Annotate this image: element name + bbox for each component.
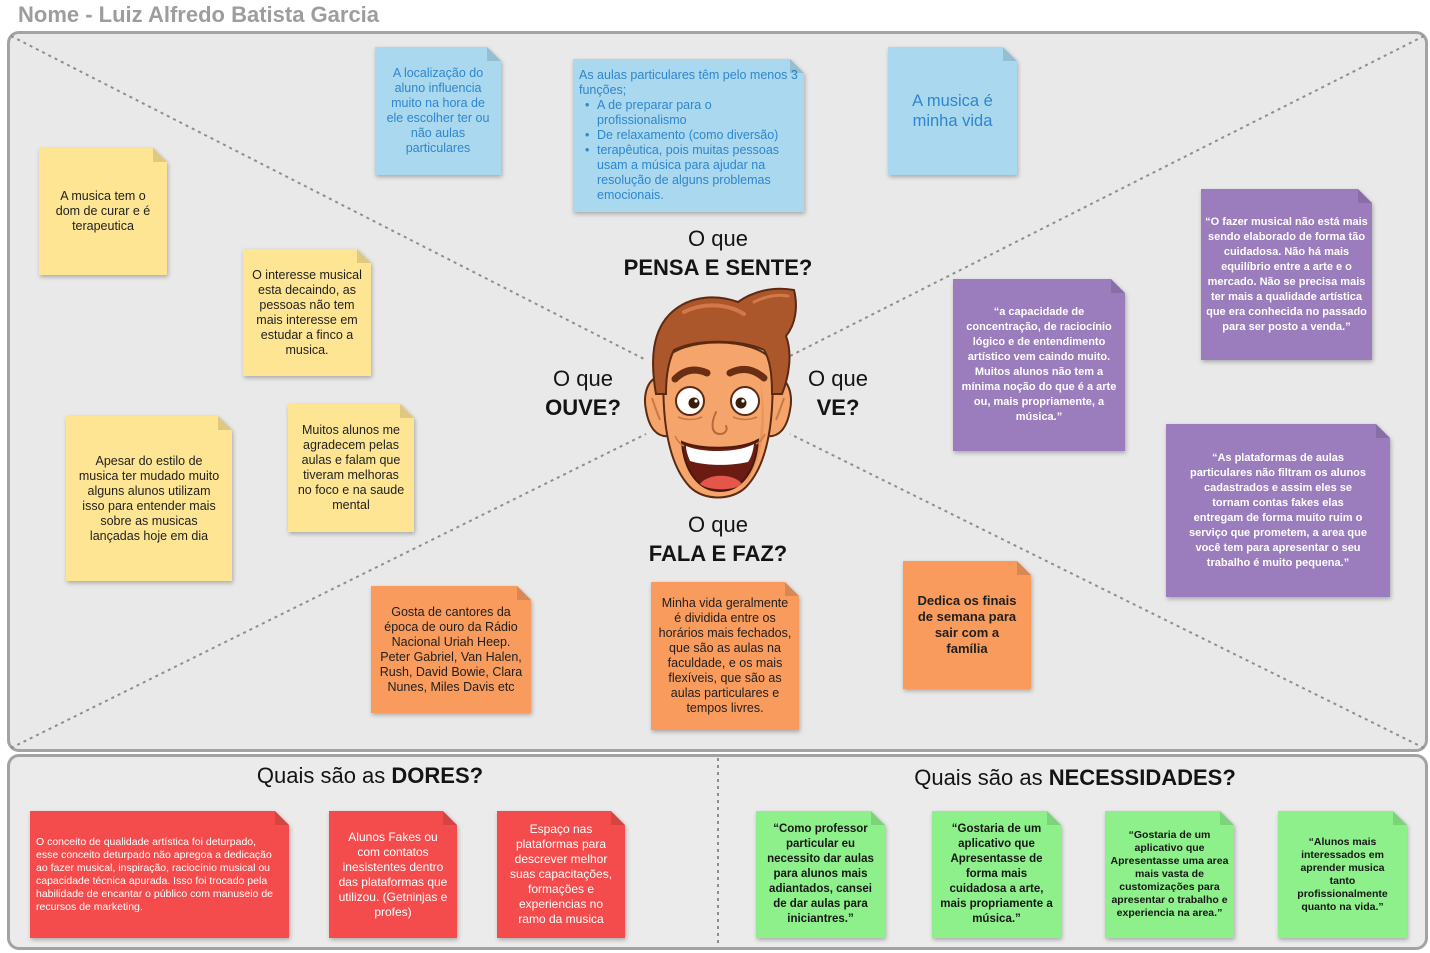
label-title: PENSA E SENTE? (623, 255, 813, 280)
sticky-note-thinks: As aulas particulares têm pelo menos 3 f… (573, 59, 804, 212)
sticky-note-says: Gosta de cantores da época de ouro da Rá… (371, 586, 531, 713)
left-eyebrow (671, 366, 711, 383)
label-prefix: O que (688, 226, 748, 251)
sticky-note-hears: Apesar do estilo de musica ter mudado mu… (66, 416, 232, 581)
sticky-note-thinks: A musica é minha vida (888, 47, 1017, 175)
sticky-note-text: “a capacidade de concentração, de racioc… (961, 306, 1117, 423)
sticky-note-says: Minha vida geralmente é dividida entre o… (651, 582, 799, 730)
label-prefix: O que (553, 366, 613, 391)
sticky-note-text: Alunos Fakes ou com contatos inesistente… (338, 829, 448, 919)
nose (711, 411, 728, 436)
sticky-note-thinks: A localização do aluno influencia muito … (375, 47, 501, 175)
sticky-note-pain: O conceito de qualidade artística foi de… (30, 811, 289, 938)
sticky-note-need: “Como professor particular eu necessito … (756, 811, 885, 938)
sticky-note-text: “Gostaria de um aplicativo que Apresenta… (1110, 829, 1229, 919)
label-hears: O que OUVE? (528, 364, 638, 422)
label-title: VE? (816, 395, 860, 420)
sticky-note-text: “Como professor particular eu necessito … (767, 823, 874, 925)
heading-prefix: Quais são as (914, 765, 1049, 790)
heading-label: NECESSIDADES? (1048, 765, 1236, 790)
persona-face-icon (644, 287, 797, 499)
sticky-note-sees: “As plataformas de aulas particulares nã… (1166, 424, 1390, 597)
sticky-note-hears: O interesse musical esta decaindo, as pe… (243, 249, 371, 376)
divider-bottom-right (789, 433, 1425, 749)
label-prefix: O que (688, 512, 748, 537)
sticky-note-sees: “a capacidade de concentração, de racioc… (953, 279, 1125, 451)
label-title: OUVE? (545, 395, 621, 420)
teeth (686, 444, 754, 465)
sticky-note-text: Espaço nas plataformas para descrever me… (509, 822, 613, 926)
sticky-note-text: A musica é minha vida (912, 92, 993, 130)
tongue (700, 475, 742, 490)
sticky-note-text: “Gostaria de um aplicativo que Apresenta… (940, 823, 1053, 925)
page-title: Nome - Luiz Alfredo Batista Garcia (18, 2, 380, 27)
label-says-does: O que FALA E FAZ? (598, 510, 838, 568)
sticky-note-text: A localização do aluno influencia muito … (386, 66, 490, 155)
sticky-note-text: O conceito de qualidade artística foi de… (36, 835, 273, 913)
sticky-note-text: Apesar do estilo de musica ter mudado mu… (78, 453, 220, 543)
sticky-note-need: “Gostaria de um aplicativo que Apresenta… (1105, 811, 1234, 938)
divider-bottom-left (10, 433, 647, 749)
bullet-list: A de preparar para o profissionalismo De… (579, 98, 798, 203)
list-item: De relaxamento (como diversão) (597, 128, 798, 143)
label-sees: O que VE? (783, 364, 893, 422)
sticky-note-text: As aulas particulares têm pelo menos 3 f… (579, 68, 798, 97)
sticky-note-text: A musica tem o dom de curar e é terapeut… (55, 189, 151, 233)
heading-label: DORES? (391, 763, 484, 788)
sticky-note-need: “Alunos mais interessados em aprender mu… (1278, 811, 1407, 938)
sticky-note-text: “As plataformas de aulas particulares nã… (1189, 451, 1367, 569)
heading-prefix: Quais são as (256, 763, 392, 788)
sticky-note-text: “Alunos mais interessados em aprender mu… (1297, 835, 1388, 913)
label-title: FALA E FAZ? (648, 541, 788, 566)
sticky-note-need: “Gostaria de um aplicativo que Apresenta… (932, 811, 1061, 938)
sticky-note-pain: Alunos Fakes ou com contatos inesistente… (329, 811, 457, 938)
sticky-note-text: Gosta de cantores da época de ouro da Rá… (379, 604, 523, 694)
sticky-note-hears: Muitos alunos me agradecem pelas aulas e… (288, 404, 414, 532)
sticky-note-pain: Espaço nas plataformas para descrever me… (497, 811, 625, 938)
list-item: terapêutica, pois muitas pessoas usam a … (597, 143, 798, 203)
sticky-note-text: “O fazer musical não está mais sendo ela… (1205, 215, 1368, 333)
sticky-note-text: O interesse musical esta decaindo, as pe… (252, 267, 362, 357)
pains-heading: Quais são as DORES? (170, 761, 570, 791)
label-prefix: O que (808, 366, 868, 391)
list-item: A de preparar para o profissionalismo (597, 98, 798, 128)
hair (652, 287, 797, 395)
sticky-note-text: Dedica os finais de semana para sair com… (917, 593, 1017, 656)
right-eyebrow (726, 365, 768, 382)
sticky-note-says: Dedica os finais de semana para sair com… (903, 561, 1031, 689)
sticky-note-sees: “O fazer musical não está mais sendo ela… (1201, 189, 1372, 360)
needs-heading: Quais são as NECESSIDADES? (875, 763, 1275, 793)
sticky-note-text: Minha vida geralmente é dividida entre o… (658, 596, 792, 715)
sticky-note-text: Muitos alunos me agradecem pelas aulas e… (297, 423, 405, 512)
sticky-note-hears: A musica tem o dom de curar e é terapeut… (39, 148, 167, 275)
label-thinks-feels: O que PENSA E SENTE? (598, 224, 838, 282)
